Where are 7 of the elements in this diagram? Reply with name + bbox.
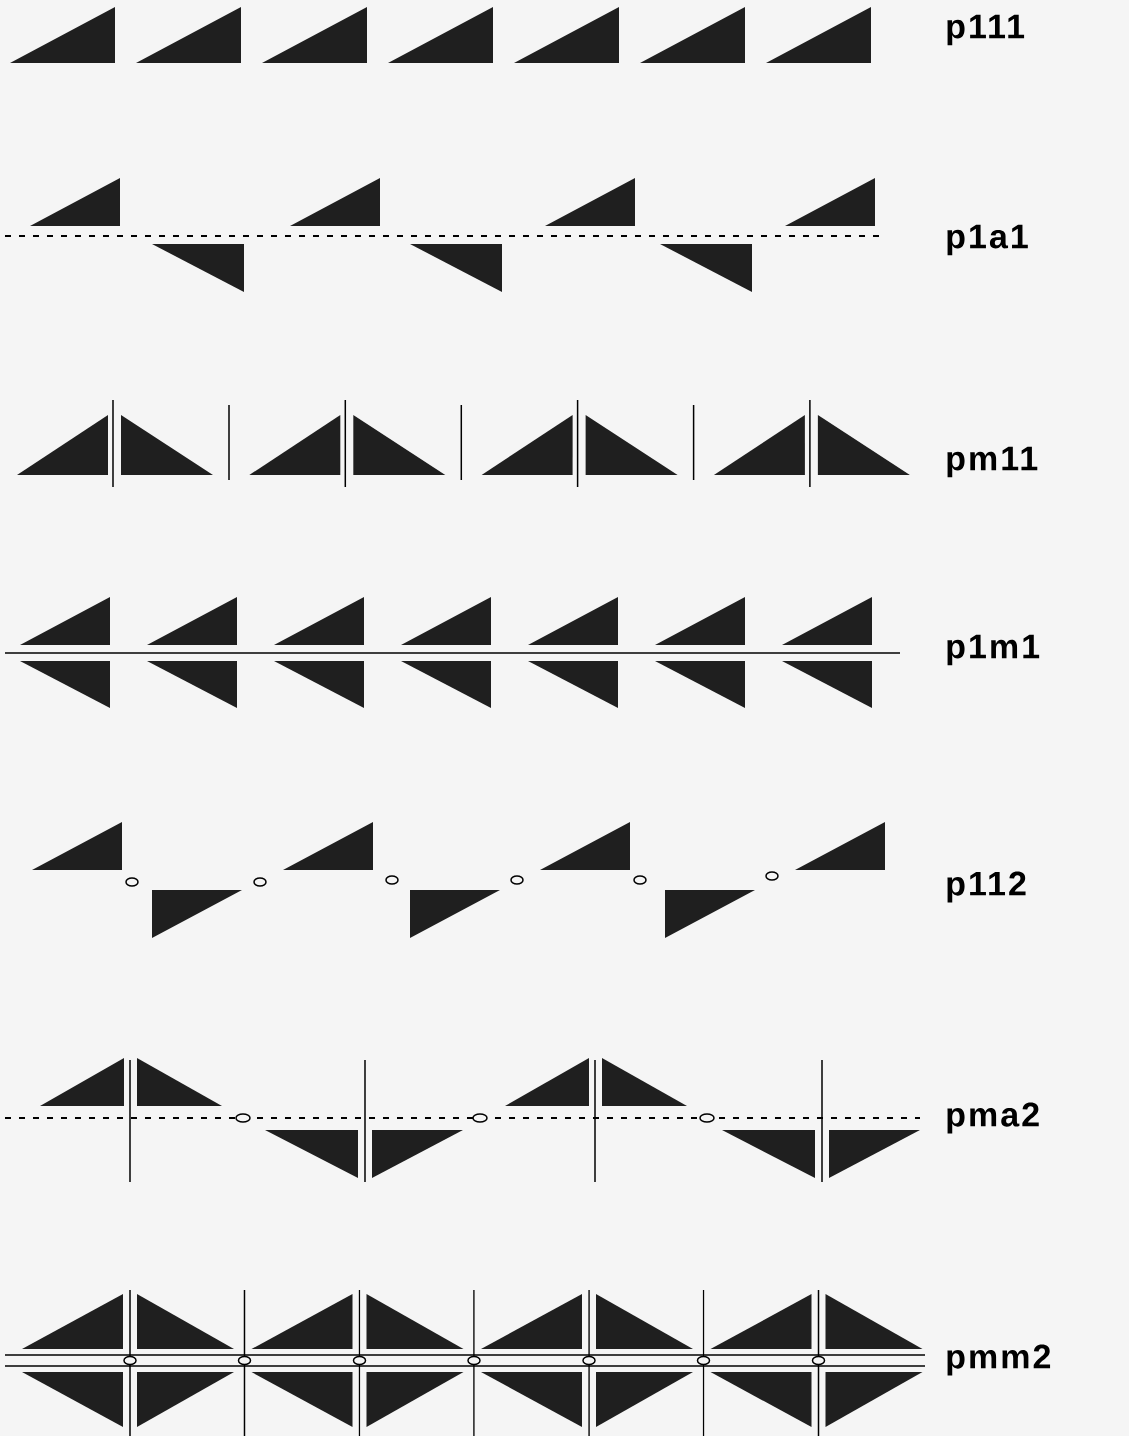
frieze-group-label: pma2	[947, 1102, 1039, 1134]
frieze-group-label: p111	[947, 14, 1025, 46]
frieze-group-label: p112	[947, 871, 1026, 903]
frieze-group-label: p1m1	[947, 634, 1040, 666]
frieze-group-label: p1a1	[947, 224, 1028, 256]
frieze-group-label: pmm2	[947, 1344, 1051, 1376]
frieze-group-label: pm11	[947, 446, 1038, 478]
